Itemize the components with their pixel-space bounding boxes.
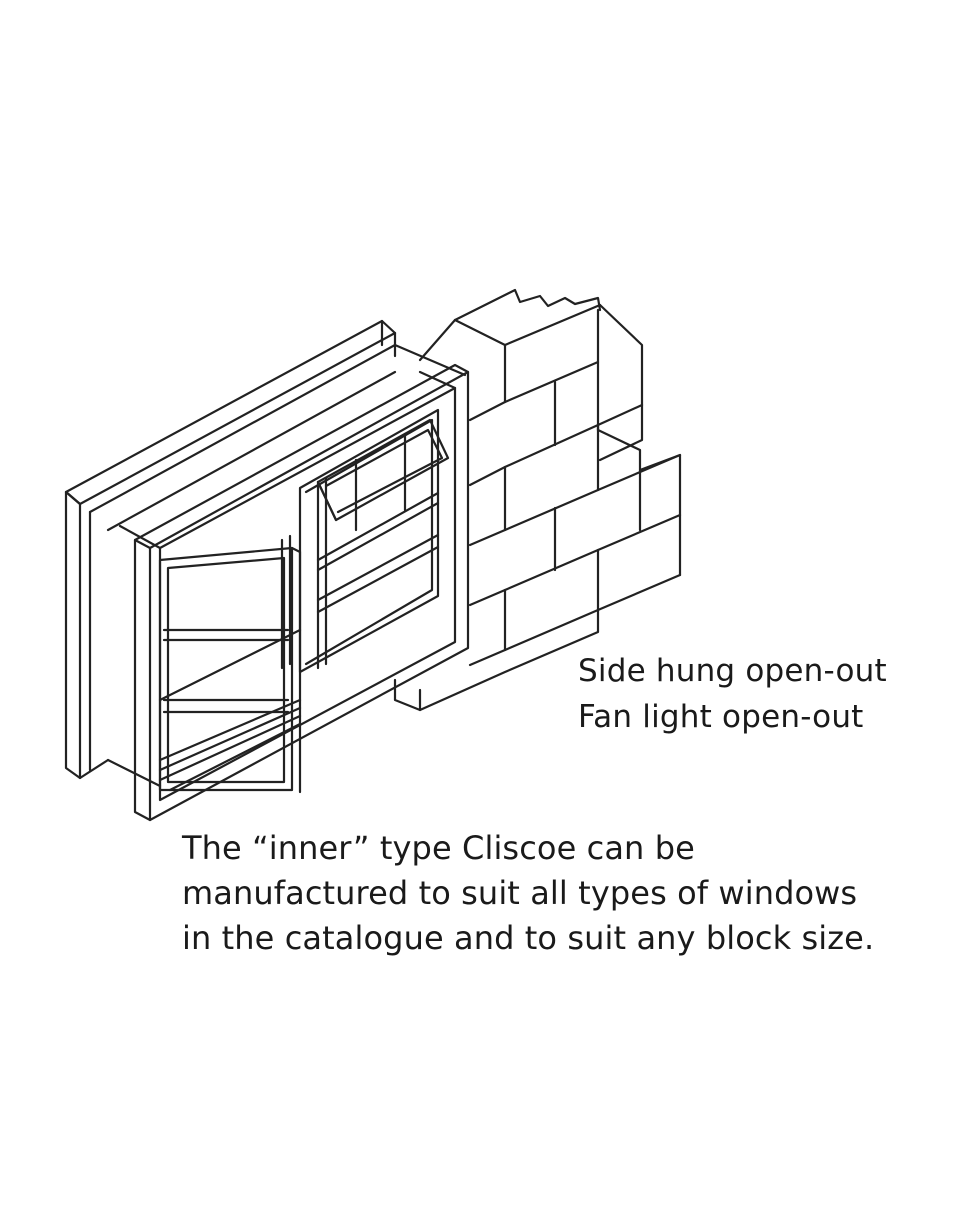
cliscoe-front-frame	[118, 363, 470, 822]
window-type-labels: Side hung open-out Fan light open-out	[578, 648, 887, 740]
window-sill	[106, 628, 302, 792]
description-line-2: manufactured to suit all types of window…	[182, 874, 858, 912]
outer-frame	[64, 319, 467, 780]
description-line-3: in the catalogue and to suit any block s…	[182, 919, 875, 957]
wall-broken-edge	[418, 288, 602, 362]
fan-light-sash	[316, 418, 450, 522]
label-fan-light: Fan light open-out	[578, 699, 864, 735]
label-side-hung: Side hung open-out	[578, 653, 887, 689]
side-hung-sash	[158, 534, 302, 794]
description-text: The “inner” type Cliscoe can be manufact…	[182, 826, 874, 961]
window-unit	[298, 408, 440, 674]
block-wall	[393, 288, 682, 712]
description-line-1: The “inner” type Cliscoe can be	[182, 829, 695, 867]
